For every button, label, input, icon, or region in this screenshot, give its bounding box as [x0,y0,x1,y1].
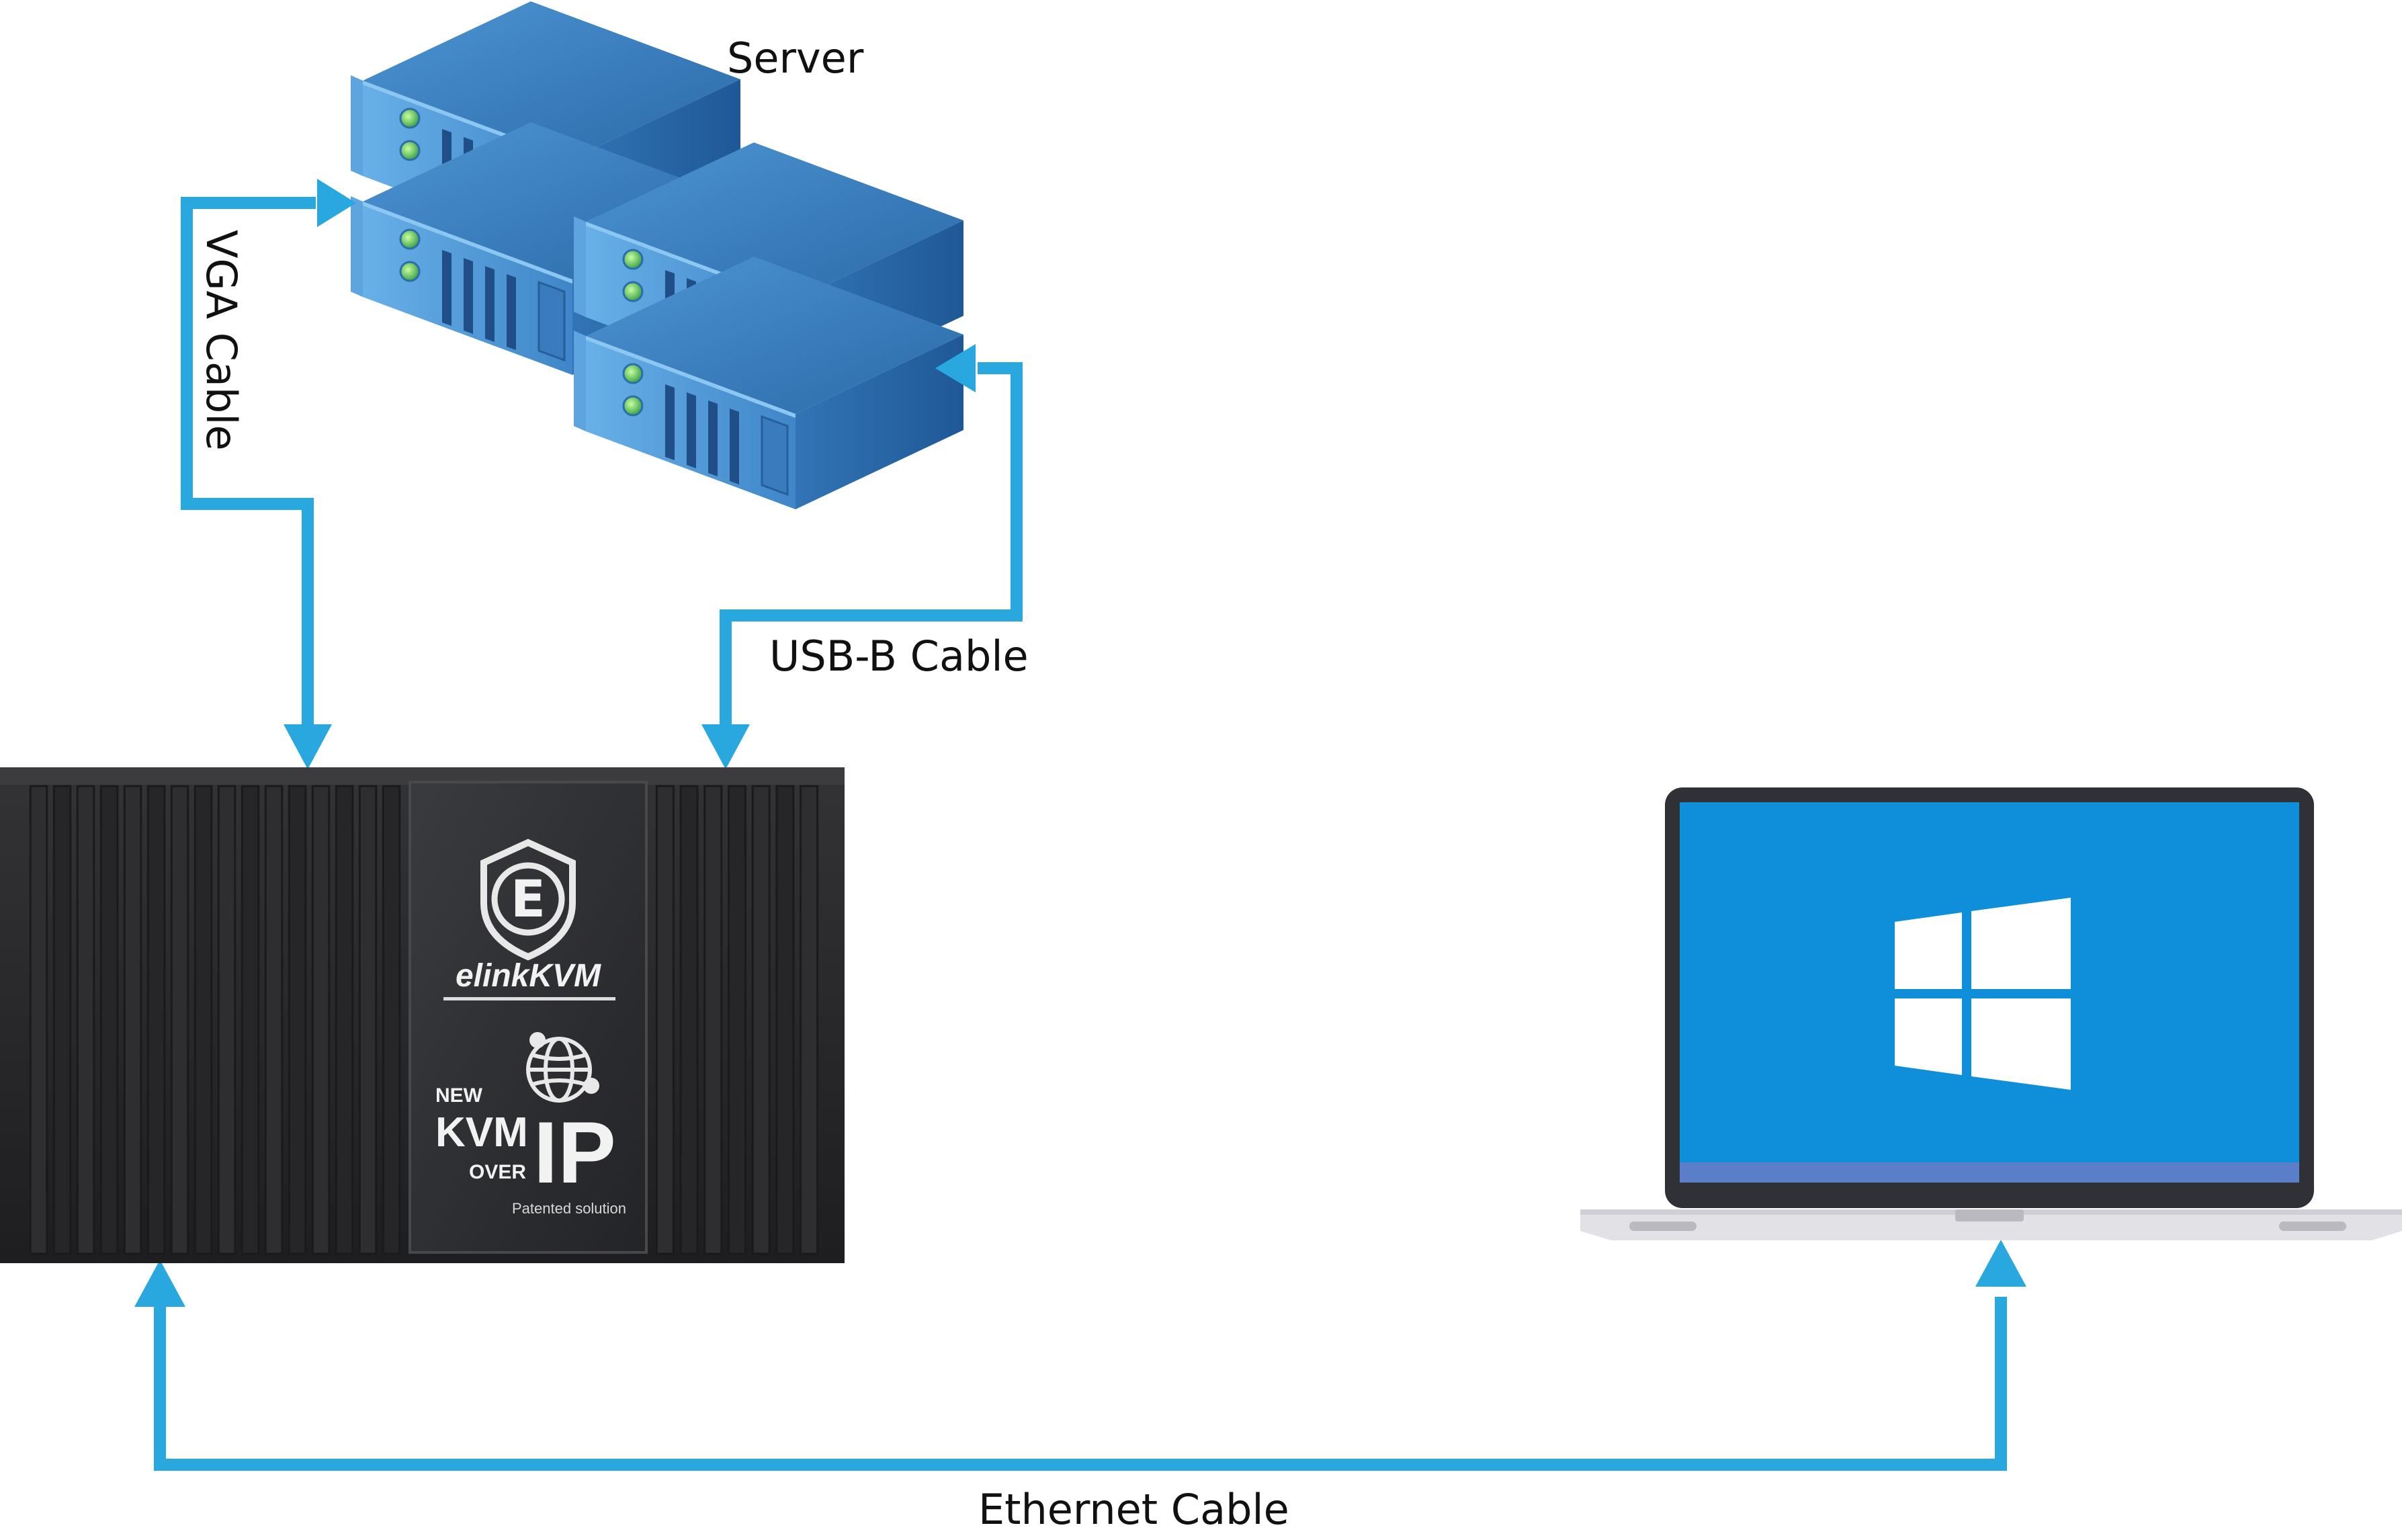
vent-fin [679,785,699,1255]
kvm-badge-over: OVER [469,1161,526,1183]
vent-fin [382,785,401,1255]
vent-fin [264,785,284,1255]
vent-fin [288,785,307,1255]
vent-fin [751,785,771,1255]
kvm-badge-kvm: KVM [435,1109,528,1156]
laptop-base [1580,1209,2402,1240]
vga-arrow-to-kvm [284,724,332,769]
ethernet-arrow-to-kvm [134,1260,185,1307]
vga-cable-label: VGA Cable [197,230,246,451]
ethernet-cable [134,1240,2026,1471]
kvm-device-icon: E elinkKVM NEW KVM OVER IP Patented solu… [0,767,845,1263]
kvm-vent-left [29,785,401,1255]
laptop-foot-left [1629,1222,1697,1231]
usb-cable-label: USB-B Cable [769,632,1029,681]
vent-fin [335,785,354,1255]
kvm-badge-ip: IP [533,1103,616,1201]
vent-fin [775,785,795,1255]
vent-fin [655,785,675,1255]
vent-fin [728,785,746,1255]
vent-fin [217,785,237,1255]
vga-cable [181,179,356,769]
windows-logo-icon [1895,898,2071,1090]
kvm-brand-underline [443,997,615,1000]
shield-logo-letter: E [511,869,546,929]
vent-fin [146,785,166,1255]
laptop-notch [1955,1209,2024,1222]
vent-fin [800,785,819,1255]
vent-fin [99,785,119,1255]
ethernet-cable-label: Ethernet Cable [978,1485,1289,1534]
vent-fin [123,785,142,1255]
kvm-front-panel [409,781,648,1254]
vent-fin [52,785,72,1255]
vent-fin [241,785,260,1255]
vent-fin [29,785,48,1255]
kvm-badge-note: Patented solution [512,1200,626,1217]
laptop-taskbar [1680,1162,2299,1183]
usb-arrow-to-server [935,344,976,392]
usb-b-cable [701,344,1023,769]
vent-fin [311,785,331,1255]
server-rack-icon [349,0,965,511]
server-label: Server [727,34,864,83]
laptop-icon [1580,787,2402,1240]
vga-arrow-to-server [317,179,356,227]
laptop-foot-right [2279,1222,2346,1231]
shield-logo-icon: E [480,839,576,961]
globe-network-icon [526,1032,599,1103]
vent-fin [194,785,213,1255]
laptop-screen [1680,802,2299,1183]
vent-fin [76,785,95,1255]
ethernet-arrow-to-laptop [1975,1240,2026,1287]
kvm-badge-new: NEW [435,1084,483,1107]
kvm-vent-right [655,785,819,1255]
kvm-brand: elinkKVM [456,958,601,994]
vent-fin [358,785,378,1255]
vent-fin [170,785,189,1255]
vent-fin [703,785,723,1255]
usb-arrow-to-kvm [701,724,750,769]
